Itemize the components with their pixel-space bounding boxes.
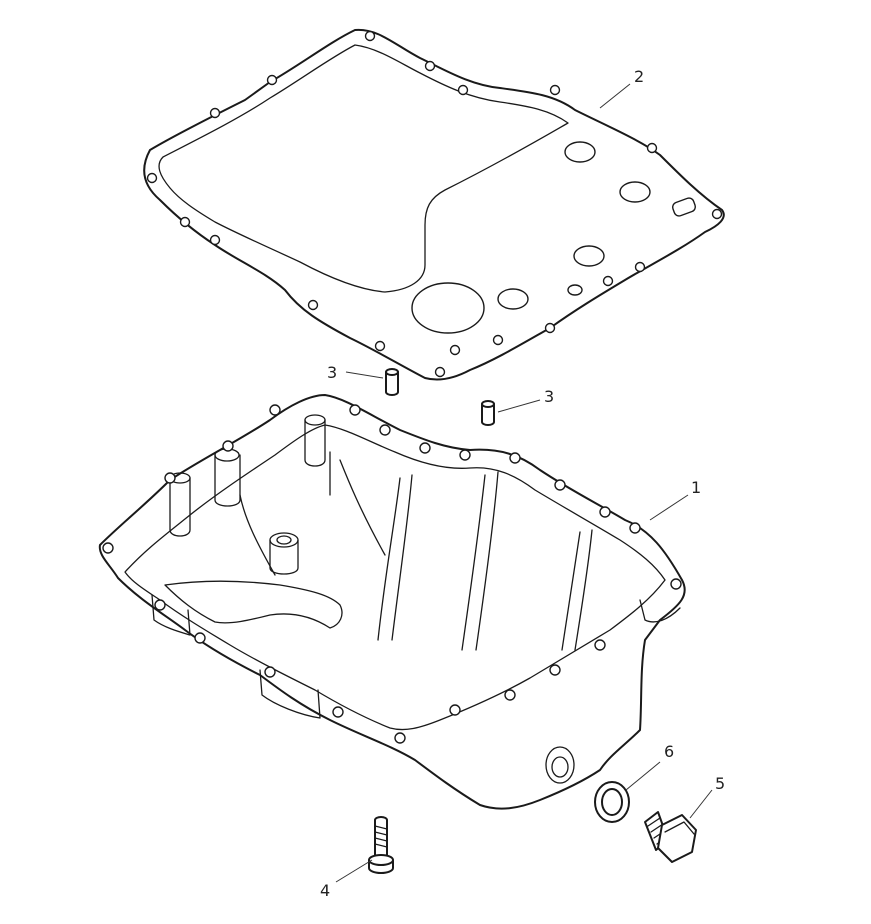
dowel-pin-right	[481, 400, 495, 426]
oil-pan	[98, 394, 686, 810]
oil-pan-drain-boss	[545, 746, 575, 784]
oil-pan-flange-inner	[124, 424, 666, 731]
oil-pan-baffle	[164, 580, 343, 629]
callout-sealing-washer: 6	[664, 742, 674, 761]
gasket	[143, 28, 725, 381]
oil-pan-side-tabs	[151, 594, 681, 719]
callout-drain-plug: 5	[715, 774, 725, 793]
oil-pan-body	[98, 394, 686, 810]
callout-dowel-left: 3	[327, 363, 337, 382]
sealing-washer	[594, 781, 630, 823]
bolt	[368, 816, 394, 874]
oil-pan-ribs	[239, 451, 593, 651]
gasket-inner-edge	[158, 44, 569, 293]
callout-bolt: 4	[320, 881, 330, 900]
drain-plug	[644, 811, 697, 863]
oil-pan-bolt-holes	[102, 404, 682, 744]
callout-labels: 2 3 3 1 6 5 4	[320, 67, 725, 900]
callout-gasket: 2	[634, 67, 644, 86]
leader-lines	[335, 83, 713, 883]
dowel-pin-left	[385, 368, 399, 396]
gasket-bolt-holes	[146, 30, 723, 378]
gasket-openings	[411, 141, 697, 334]
callout-oil-pan: 1	[691, 478, 701, 497]
callout-dowel-right: 3	[544, 387, 554, 406]
oil-pan-bosses	[169, 414, 326, 575]
